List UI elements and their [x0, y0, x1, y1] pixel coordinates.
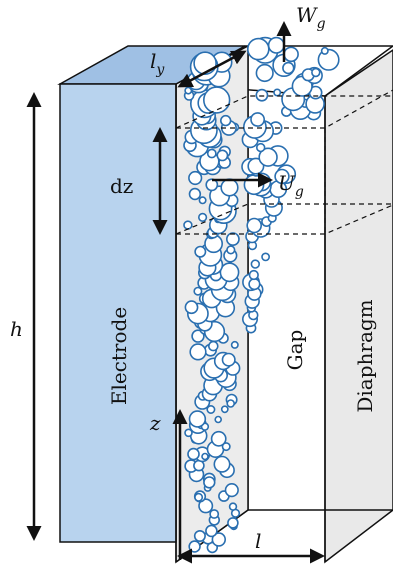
- bubble: [224, 483, 239, 498]
- bubble: [317, 48, 340, 71]
- label-z: z: [149, 411, 161, 435]
- bubble: [193, 529, 206, 542]
- bubble: [203, 86, 231, 114]
- bubble: [282, 61, 295, 75]
- bubble: [188, 170, 203, 186]
- bubble: [208, 340, 219, 352]
- bubble: [213, 455, 231, 473]
- label-wg: Wg: [296, 3, 326, 32]
- bubble: [246, 37, 270, 61]
- label-dz: dz: [110, 174, 133, 198]
- bubble: [255, 63, 274, 83]
- bubble: [220, 178, 239, 197]
- bubble: [226, 399, 235, 408]
- label-gap: Gap: [283, 330, 307, 371]
- bubble: [203, 476, 216, 489]
- bubble: [311, 67, 321, 78]
- bubble: [184, 300, 199, 315]
- bubble: [206, 404, 216, 414]
- bubble: [219, 262, 240, 283]
- bubble: [210, 430, 227, 447]
- bubble: [228, 502, 238, 511]
- bubble: [201, 452, 209, 461]
- label-electrode: Electrode: [107, 307, 131, 405]
- label-l: l: [255, 529, 261, 553]
- gas-bubbles: [183, 36, 340, 554]
- bubble: [273, 88, 282, 97]
- depth-arrow: [177, 50, 247, 88]
- bubble: [188, 410, 207, 428]
- bubble: [267, 36, 285, 54]
- bubble: [247, 157, 265, 175]
- bubble: [183, 220, 193, 230]
- bubble: [250, 112, 265, 127]
- bubble: [198, 498, 214, 514]
- bubble: [187, 447, 200, 461]
- bubble: [255, 88, 269, 102]
- bubble: [250, 259, 261, 269]
- control-volume: [175, 89, 393, 235]
- bubble: [258, 147, 278, 167]
- bubble: [227, 517, 239, 529]
- bubble: [189, 343, 207, 361]
- bubble: [194, 245, 207, 258]
- bubble: [216, 149, 229, 162]
- bubble: [205, 178, 219, 192]
- bubble: [256, 142, 266, 153]
- bubble: [194, 492, 204, 502]
- bubble: [283, 46, 299, 63]
- bubble: [220, 405, 229, 414]
- label-diaphragm: Diaphragm: [353, 299, 377, 412]
- bubble: [198, 196, 207, 205]
- bubble: [248, 269, 259, 281]
- bubble: [205, 524, 218, 538]
- bubble: [225, 232, 240, 246]
- bubble: [184, 428, 193, 438]
- bubble: [198, 212, 208, 222]
- bubble: [246, 217, 262, 234]
- bubble: [274, 168, 290, 185]
- bubble: [230, 340, 239, 349]
- bubble: [193, 51, 217, 76]
- bubble: [220, 114, 232, 127]
- bubble: [214, 415, 222, 424]
- bubble: [193, 286, 203, 296]
- bubble: [221, 352, 236, 367]
- bubble: [261, 252, 270, 262]
- bubble: [206, 148, 217, 159]
- label-ly: ly: [150, 49, 165, 78]
- bubble: [221, 442, 231, 452]
- bubble: [226, 245, 236, 255]
- bubble: [211, 532, 227, 547]
- label-h: h: [10, 317, 23, 341]
- bubble: [248, 278, 261, 291]
- bubble: [243, 174, 265, 196]
- bubble: [320, 46, 329, 55]
- bubble: [188, 540, 201, 553]
- label-ug: Ug: [278, 171, 304, 200]
- bubble: [188, 187, 202, 201]
- bubble: [209, 509, 220, 519]
